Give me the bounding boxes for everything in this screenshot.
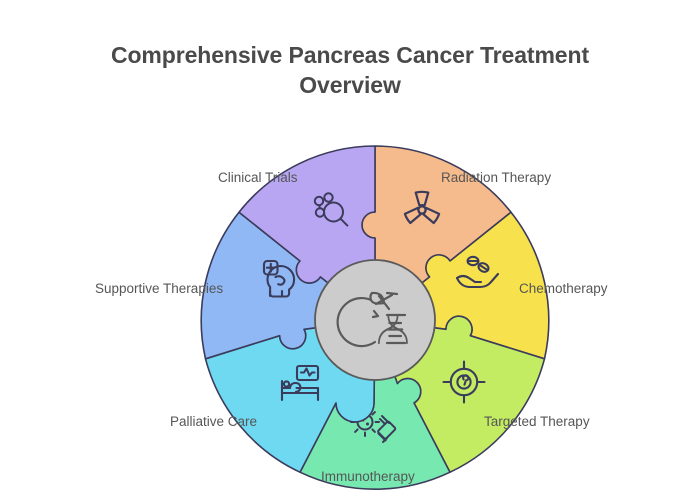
head-plus-care-icon bbox=[262, 259, 296, 298]
segment-label-chemotherapy: Chemotherapy bbox=[519, 281, 608, 296]
crosshair-target-icon bbox=[442, 360, 486, 404]
hand-pills-icon bbox=[455, 255, 500, 289]
page-title-line-2: Overview bbox=[299, 72, 401, 99]
segment-label-clinical-trials: Clinical Trials bbox=[218, 170, 298, 185]
segment-label-radiation-therapy: Radiation Therapy bbox=[441, 170, 552, 185]
radiation-trefoil-icon bbox=[403, 190, 441, 225]
hub-background[interactable] bbox=[314, 259, 436, 381]
molecule-magnifier-icon bbox=[313, 192, 349, 227]
segment-label-immunotherapy: Immunotherapy bbox=[321, 469, 415, 484]
page-title: Comprehensive Pancreas Cancer Treatment … bbox=[0, 40, 700, 101]
puzzle-wheel-svg bbox=[200, 145, 550, 490]
pancreas-dna-icon bbox=[336, 291, 408, 348]
segment-label-supportive-therapies: Supportive Therapies bbox=[95, 281, 224, 296]
segment-label-targeted-therapy: Targeted Therapy bbox=[484, 414, 590, 429]
page-title-line-1: Comprehensive Pancreas Cancer Treatment bbox=[110, 42, 590, 68]
hub-circle[interactable] bbox=[314, 259, 436, 381]
segment-label-palliative-care: Palliative Care bbox=[170, 414, 258, 429]
hospital-bed-monitor-icon bbox=[280, 364, 320, 402]
